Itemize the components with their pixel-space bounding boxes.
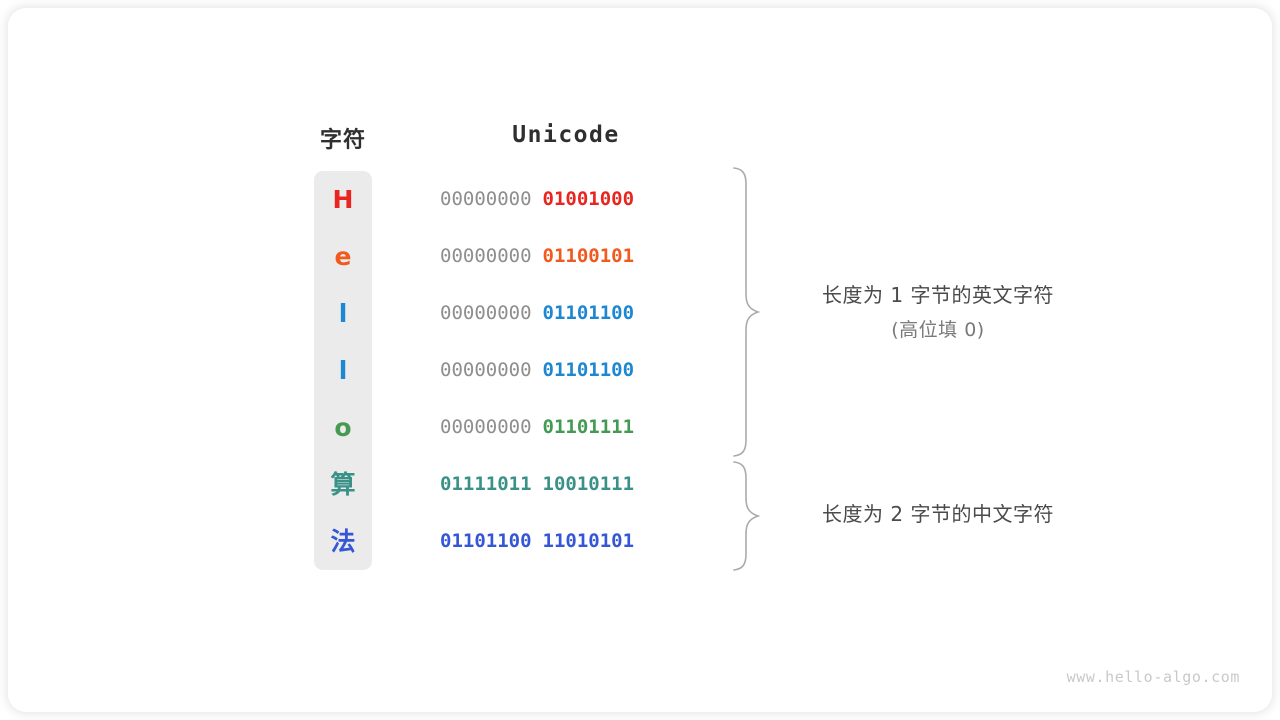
brace-ascii-group (733, 167, 761, 457)
row-character: e (334, 242, 352, 271)
row-high-byte: 01111011 (440, 473, 532, 495)
row-character: H (332, 185, 354, 214)
row-high-byte: 00000000 (440, 302, 532, 324)
row-low-byte: 10010111 (542, 473, 635, 495)
row-low-byte: 11010101 (542, 530, 635, 552)
row-unicode-bits: 00000000 01100101 (440, 228, 692, 285)
row-low-byte: 01001000 (542, 188, 635, 210)
character-column-background (314, 171, 372, 570)
row-character: 算 (330, 470, 356, 499)
row-high-byte: 00000000 (440, 188, 532, 210)
row-unicode-bits: 00000000 01101100 (440, 342, 692, 399)
row-low-byte: 01101100 (542, 359, 635, 381)
row-character: l (338, 356, 348, 385)
column-header-character: 字符 (319, 127, 366, 152)
row-high-byte: 01101100 (440, 530, 532, 552)
annotation-ascii-group-text: 长度为 1 字节的英文字符 (822, 283, 1054, 307)
column-header-unicode: Unicode (512, 122, 620, 148)
brace-cjk-group (733, 461, 761, 571)
diagram-card: 字符 Unicode H 00000000 01001000 e 00000000 011… (8, 8, 1272, 712)
watermark: www.hello-algo.com (1066, 668, 1240, 686)
row-unicode-bits: 01101100 11010101 (440, 513, 692, 570)
row-unicode-bits: 01111011 10010111 (440, 456, 692, 513)
row-low-byte: 01101100 (542, 302, 635, 324)
row-unicode-bits: 00000000 01001000 (440, 171, 692, 228)
row-low-byte: 01101111 (542, 416, 635, 438)
row-low-byte: 01100101 (542, 245, 635, 267)
annotation-cjk-group-text: 长度为 2 字节的中文字符 (822, 502, 1054, 526)
row-high-byte: 00000000 (440, 245, 532, 267)
row-character: l (338, 299, 348, 328)
row-high-byte: 00000000 (440, 359, 532, 381)
row-character: 法 (330, 527, 356, 556)
row-high-byte: 00000000 (440, 416, 532, 438)
row-unicode-bits: 00000000 01101100 (440, 285, 692, 342)
row-character: o (334, 413, 352, 442)
row-unicode-bits: 00000000 01101111 (440, 399, 692, 456)
annotation-ascii-group-subtext: (高位填 0) (891, 319, 985, 341)
